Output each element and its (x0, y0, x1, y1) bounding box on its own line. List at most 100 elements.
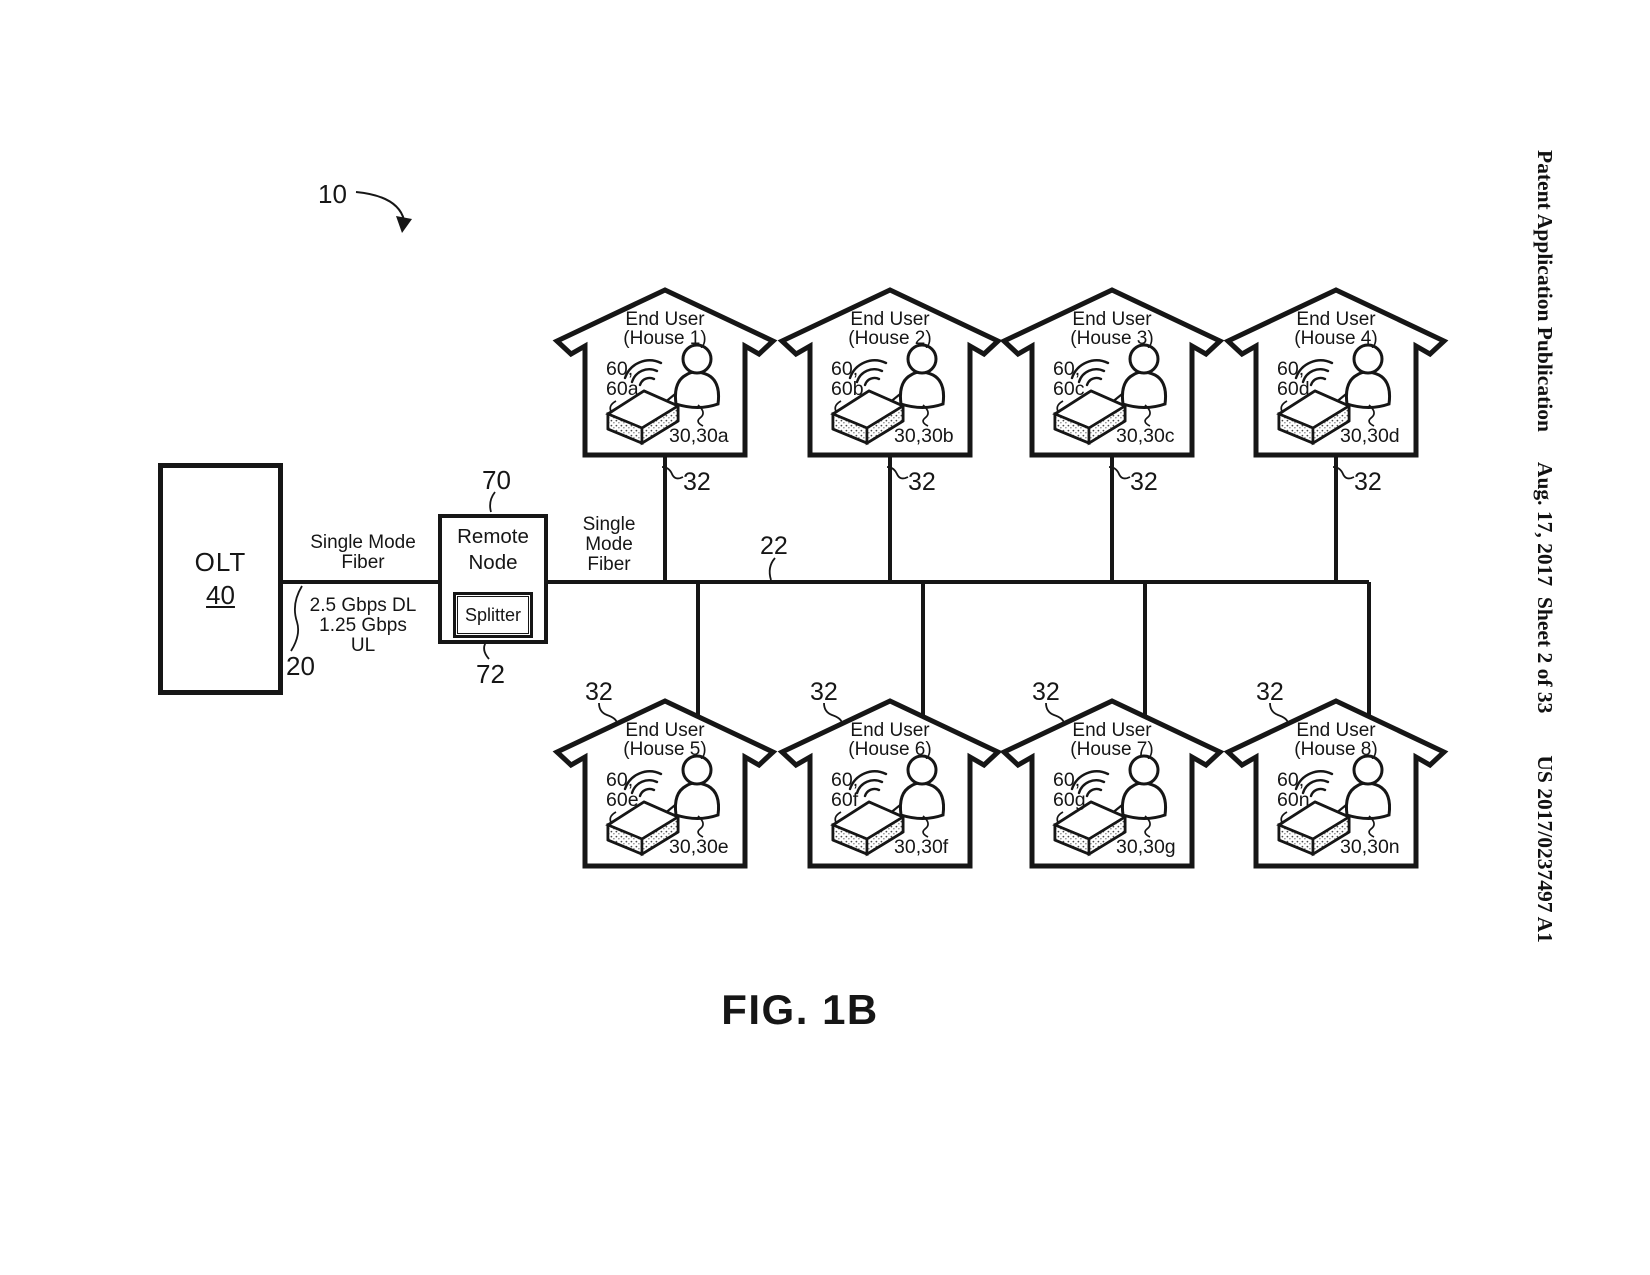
house-title: End User (1072, 720, 1152, 741)
device-ref-label: 60, 60n (1277, 769, 1310, 811)
house-subtitle: (House 5) (623, 739, 707, 760)
ref72-leader (483, 641, 490, 660)
splitter-ref: 72 (476, 659, 505, 689)
remote-node-box: Remote Node Splitter (438, 514, 548, 644)
drop-ref-4: 32 (1354, 468, 1382, 496)
fiber-left-line2: Fiber (341, 552, 385, 573)
device-ref-line2: 60b (831, 377, 864, 400)
user-ref-label: 30,30b (894, 425, 954, 447)
user-ref-label: 30,30c (1116, 425, 1175, 447)
device-ref-label: 60, 60c (1053, 358, 1085, 400)
remote-node-line1: Remote (457, 525, 529, 548)
house-6: End User (House 6) 60, 60f 30,30f (775, 695, 1005, 873)
user-ref-label: 30,30f (894, 836, 949, 858)
user-ref-label: 30,30n (1340, 836, 1400, 858)
house-2: End User (House 2) 60, 60b 30,30b (775, 284, 1005, 462)
olt-ref: 40 (206, 580, 235, 610)
device-ref-line2: 60a (606, 377, 639, 400)
rate-line3: UL (350, 635, 376, 656)
house-subtitle: (House 4) (1294, 328, 1378, 349)
house-title: End User (850, 309, 930, 330)
device-ref-line2: 60f (831, 788, 859, 811)
house-5: End User (House 5) 60, 60e 30,30e (550, 695, 780, 873)
patent-header: Patent Application PublicationAug. 17, 2… (1532, 150, 1557, 943)
rate-line2: 1.25 Gbps (319, 615, 407, 636)
device-ref-label: 60, 60e (606, 769, 639, 811)
fiber-label-left: Single Mode Fiber (288, 533, 438, 573)
patent-header-publication: Patent Application Publication (1533, 150, 1557, 432)
ref32-leaders-bottom (598, 702, 1289, 724)
drop-ref-5: 32 (585, 678, 613, 706)
fiber-right-line2: Mode (585, 534, 633, 555)
drop-lines-top (663, 454, 1338, 580)
house-subtitle: (House 7) (1070, 739, 1154, 760)
remote-node-ref: 70 (482, 465, 511, 495)
bus-ref-label: 22 (760, 532, 788, 560)
user-ref-label: 30,30a (669, 425, 729, 447)
patent-header-date-sheet: Aug. 17, 2017 Sheet 2 of 33 (1533, 461, 1557, 714)
remote-node-title: Remote Node (442, 524, 544, 576)
drop-ref-6: 32 (810, 678, 838, 706)
fiber-label-right: Single Mode Fiber (567, 515, 651, 575)
device-ref-line1: 60, (1277, 358, 1305, 380)
device-ref-line2: 60c (1053, 377, 1085, 400)
system-ref-arrow (355, 191, 412, 233)
house-title: End User (850, 720, 930, 741)
drop-ref-1: 32 (683, 468, 711, 496)
device-ref-label: 60, 60a (606, 358, 639, 400)
device-ref-label: 60, 60b (831, 358, 864, 400)
house-title: End User (1296, 309, 1376, 330)
house-subtitle: (House 1) (623, 328, 707, 349)
system-ref-label: 10 (318, 179, 347, 209)
house-8: End User (House 8) 60, 60n 30,30n (1221, 695, 1451, 873)
house-subtitle: (House 6) (848, 739, 932, 760)
house-title: End User (625, 720, 705, 741)
device-ref-label: 60, 60d (1277, 358, 1310, 400)
drop-ref-3: 32 (1130, 468, 1158, 496)
device-ref-line1: 60, (1053, 358, 1081, 380)
drop-ref-8: 32 (1256, 678, 1284, 706)
device-ref-label: 60, 60g (1053, 769, 1086, 811)
fiber-right-line1: Single (582, 514, 636, 535)
rate-label: 2.5 Gbps DL 1.25 Gbps UL (283, 596, 443, 656)
olt-title: OLT (194, 547, 247, 577)
device-ref-line1: 60, (1053, 769, 1081, 791)
house-title: End User (625, 309, 705, 330)
device-ref-line1: 60, (831, 769, 859, 791)
house-subtitle: (House 2) (848, 328, 932, 349)
device-ref-line2: 60e (606, 788, 639, 811)
house-subtitle: (House 8) (1294, 739, 1378, 760)
device-ref-line1: 60, (606, 358, 634, 380)
user-ref-label: 30,30d (1340, 425, 1400, 447)
drop-ref-2: 32 (908, 468, 936, 496)
device-ref-line1: 60, (831, 358, 859, 380)
drop-lines-bottom (696, 582, 1371, 720)
fiber-left-line1: Single Mode (310, 532, 416, 553)
patent-header-doc-number: US 2017/0237497 A1 (1533, 755, 1557, 943)
remote-node-line2: Node (468, 551, 518, 574)
ref22-leader (768, 557, 776, 581)
house-title: End User (1072, 309, 1152, 330)
device-ref-line2: 60g (1053, 788, 1086, 811)
splitter-label: Splitter (457, 596, 529, 634)
device-ref-line2: 60n (1277, 788, 1310, 811)
house-7: End User (House 7) 60, 60g 30,30g (997, 695, 1227, 873)
house-1: End User (House 1) 60, 60a 30,30a (550, 284, 780, 462)
user-ref-label: 30,30e (669, 836, 729, 858)
ref70-leader (489, 491, 496, 513)
figure-label: FIG. 1B (721, 986, 879, 1033)
ref32-leaders-top (661, 466, 1355, 480)
device-ref-line2: 60d (1277, 377, 1310, 400)
olt-box: OLT 40 (158, 463, 283, 695)
device-ref-label: 60, 60f (831, 769, 859, 811)
house-4: End User (House 4) 60, 60d 30,30d (1221, 284, 1451, 462)
fiber-right-line3: Fiber (587, 554, 631, 575)
rate-line1: 2.5 Gbps DL (309, 595, 417, 616)
ref20-leader (290, 585, 303, 652)
splitter-box: Splitter (453, 592, 533, 638)
house-3: End User (House 3) 60, 60c 30,30c (997, 284, 1227, 462)
house-title: End User (1296, 720, 1376, 741)
device-ref-line1: 60, (1277, 769, 1305, 791)
device-ref-line1: 60, (606, 769, 634, 791)
